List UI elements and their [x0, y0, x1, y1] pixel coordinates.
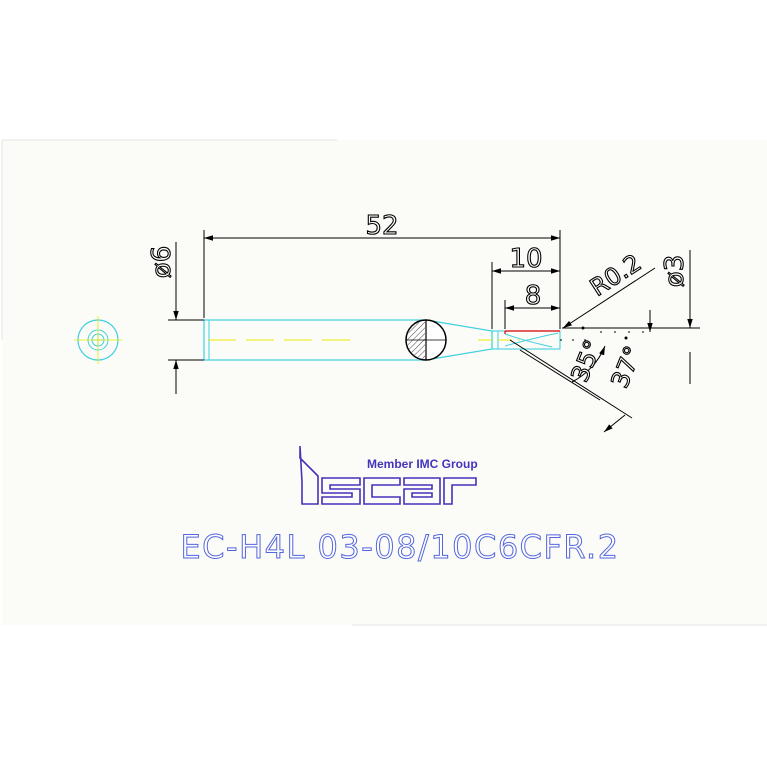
part-number: EC-H4L 03-08/10C6CFR.2: [180, 528, 619, 566]
dim-cutting-diameter: ø3: [562, 250, 700, 384]
dim-d3-label: ø3: [660, 255, 690, 287]
end-view: [74, 316, 122, 364]
paper-background: [2, 140, 767, 625]
dim-total-length: 52: [203, 210, 561, 329]
dim-10-label: 10: [509, 244, 542, 274]
dim-52-label: 52: [365, 211, 398, 241]
dim-d6-label: ø6: [147, 246, 177, 278]
logo-tagline: Member IMC Group: [367, 457, 478, 471]
dim-shank-diameter: ø6: [146, 242, 204, 394]
dim-flute-length: 8: [504, 280, 560, 329]
iscar-logo: Member IMC Group: [299, 445, 478, 505]
tool-side-view: [203, 319, 561, 361]
dim-neck-length: 10: [491, 243, 560, 329]
dim-8-label: 8: [525, 281, 542, 311]
